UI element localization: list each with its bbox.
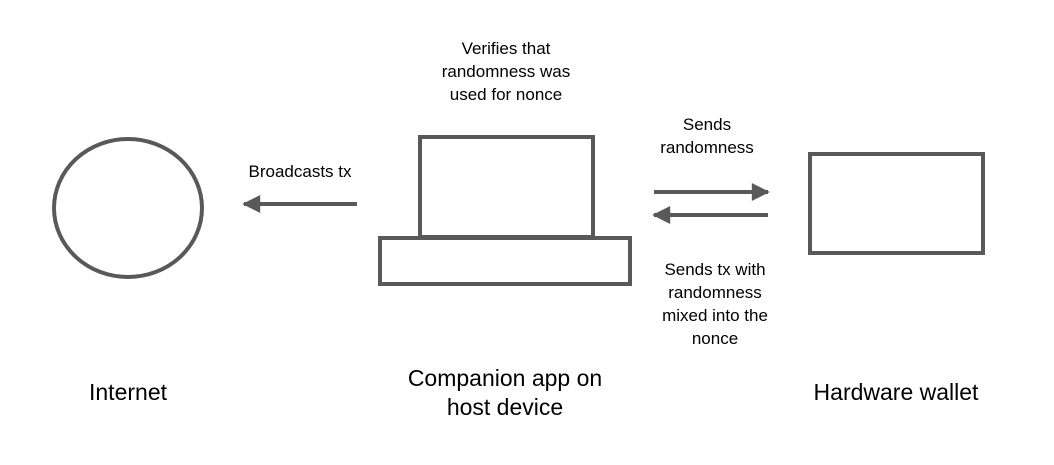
send-tx-label: Sends tx with randomness mixed into the … <box>662 260 768 348</box>
hardware-wallet-label: Hardware wallet <box>813 379 979 405</box>
companion-app-screen <box>418 135 595 239</box>
internet-label: Internet <box>89 379 167 405</box>
send-randomness-label: Sends randomness <box>660 115 754 157</box>
internet-node <box>52 137 204 279</box>
companion-app-base <box>378 236 632 286</box>
hardware-wallet-node <box>808 152 985 255</box>
companion-app-label: Companion app on host device <box>407 365 603 420</box>
broadcast-label: Broadcasts tx <box>248 162 352 181</box>
verifies-annotation: Verifies that randomness was used for no… <box>441 39 571 104</box>
